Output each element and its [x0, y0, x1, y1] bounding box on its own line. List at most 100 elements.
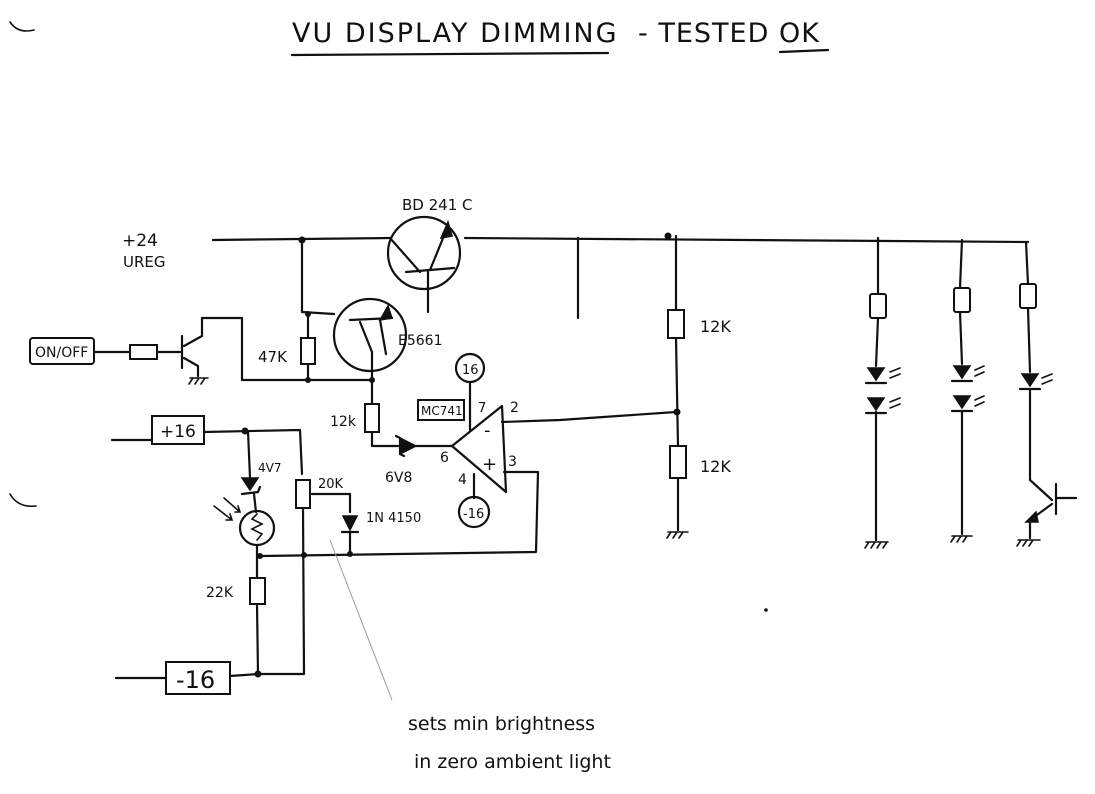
- zener-4v7-bar: [240, 485, 262, 496]
- opamp-inv: -: [484, 420, 491, 441]
- led-string-2-resistor: [953, 287, 971, 313]
- junction-dot: [305, 311, 311, 317]
- led-string-3-emission: [1041, 373, 1053, 385]
- ground-symbol: [950, 535, 973, 543]
- wire-ldr-down: [255, 543, 260, 676]
- supply-minus16-label: -16: [176, 666, 215, 694]
- potentiometer-20k[interactable]: [295, 479, 311, 509]
- zener-6v8-bar: [394, 434, 406, 458]
- resistor-12k-bottom: [669, 445, 687, 479]
- q2-label: E5661: [398, 333, 442, 349]
- on-off-label: ON/OFF: [35, 345, 88, 361]
- supply-plus16-box: [151, 415, 205, 445]
- ground-symbol: [188, 377, 209, 385]
- supply-24-label: +24: [122, 231, 158, 251]
- junction-dot: [241, 427, 249, 435]
- junction-dot: [347, 551, 353, 557]
- punch-hole-top: [9, 21, 35, 32]
- title-status: - TESTED OK: [638, 18, 820, 49]
- wire-plus16: [110, 428, 304, 476]
- title-underline: [290, 51, 610, 57]
- zener-6v8-label: 6V8: [385, 470, 412, 486]
- opamp-vpos-circle: [454, 352, 486, 384]
- note-line2: in zero ambient light: [414, 751, 611, 773]
- resistor-12k-top-label: 12K: [700, 317, 731, 336]
- opamp-mc741: [450, 404, 508, 494]
- q2-emitter-arrow: [378, 304, 393, 321]
- opamp-pin7: 7: [478, 401, 486, 416]
- potentiometer-20k-label: 20K: [318, 477, 344, 492]
- resistor-22k-label: 22K: [206, 585, 234, 601]
- note-line1: sets min brightness: [408, 713, 595, 735]
- led-string-3-resistor: [1019, 283, 1037, 309]
- led-string-3-emitter-arrow: [1024, 510, 1039, 523]
- supply-24-sub: UREG: [123, 253, 166, 271]
- supply-plus16-label: +16: [160, 422, 196, 442]
- led-string-2-led-a: [952, 365, 972, 380]
- junction-dot: [254, 670, 262, 678]
- opamp-pin3: 3: [508, 454, 517, 470]
- led-string-1-emission: [889, 367, 901, 409]
- rail-24v: [211, 236, 1030, 244]
- punch-hole-bottom: [9, 493, 37, 508]
- wire-divider: [674, 234, 680, 532]
- resistor-switch: [129, 344, 158, 360]
- led-string-2-led-b: [952, 395, 972, 410]
- resistor-12k-top: [667, 309, 685, 339]
- opamp-part-label: MC741: [421, 404, 463, 418]
- opamp-part-box: [417, 399, 465, 421]
- opamp-pin2: 2: [510, 400, 519, 416]
- junction-dot: [664, 232, 672, 240]
- led-string-3-wire: [1024, 240, 1054, 502]
- wire-ldr: [252, 492, 258, 514]
- resistor-12k-base: [364, 403, 380, 433]
- resistor-47k-label: 47K: [258, 348, 288, 366]
- wire-pot-down: [256, 506, 306, 676]
- opamp-vneg-circle: [457, 495, 491, 529]
- wire-opamp-noninv: [260, 470, 540, 558]
- led-string-1-resistor: [869, 293, 887, 319]
- led-string-1-led-a: [866, 367, 886, 382]
- zener-4v7-label: 4V7: [258, 461, 281, 475]
- q1-label: BD 241 C: [402, 196, 472, 214]
- ldr-zigzag: [250, 513, 264, 541]
- zener-4v7-body: [240, 477, 260, 492]
- q2-emitter: [378, 318, 388, 356]
- q2-collector: [358, 320, 374, 354]
- opamp-noninv: +: [482, 454, 497, 475]
- ground-symbol: [1016, 539, 1041, 547]
- opamp-pin4: 4: [458, 472, 467, 488]
- resistor-12k-bottom-label: 12K: [700, 457, 731, 476]
- note-leader-line: [329, 539, 393, 701]
- junction-dot: [257, 553, 263, 559]
- resistor-12k-base-label: 12k: [330, 414, 357, 430]
- ldr-light-arrows: [213, 497, 242, 521]
- q1-transistor-body: [386, 215, 462, 291]
- diode-1n4150-label: 1N 4150: [366, 511, 421, 526]
- supply-minus16-box: [165, 661, 231, 695]
- pot-wiper: [310, 492, 352, 514]
- wire-12k-base: [370, 378, 400, 448]
- junction-dot: [301, 552, 307, 558]
- wire-zener-4v7: [246, 429, 252, 480]
- led-string-2-wire: [958, 238, 964, 536]
- q1-collector: [388, 236, 422, 274]
- ground-symbol: [864, 541, 889, 549]
- opamp-pin6: 6: [440, 450, 449, 466]
- switch-transistor-leads: [182, 316, 310, 382]
- wire-opamp-inv: [500, 410, 678, 424]
- resistor-22k: [249, 577, 266, 605]
- zener-6v8-body: [399, 436, 418, 456]
- title-main: VU DISPLAY DIMMING: [292, 18, 619, 49]
- opamp-vneg-label: -16: [463, 507, 484, 522]
- q1-emitter-arrow: [439, 219, 453, 239]
- stray-mark: [764, 608, 768, 612]
- wire-minus16: [114, 672, 260, 680]
- junction-dot: [673, 408, 681, 416]
- led-string-3-led: [1020, 373, 1040, 388]
- diode-1n4150-body: [341, 515, 359, 532]
- status-underline: [778, 48, 830, 54]
- opamp-vpos-label: 16: [462, 363, 479, 378]
- ground-symbol: [666, 531, 689, 539]
- resistor-47k: [300, 337, 316, 365]
